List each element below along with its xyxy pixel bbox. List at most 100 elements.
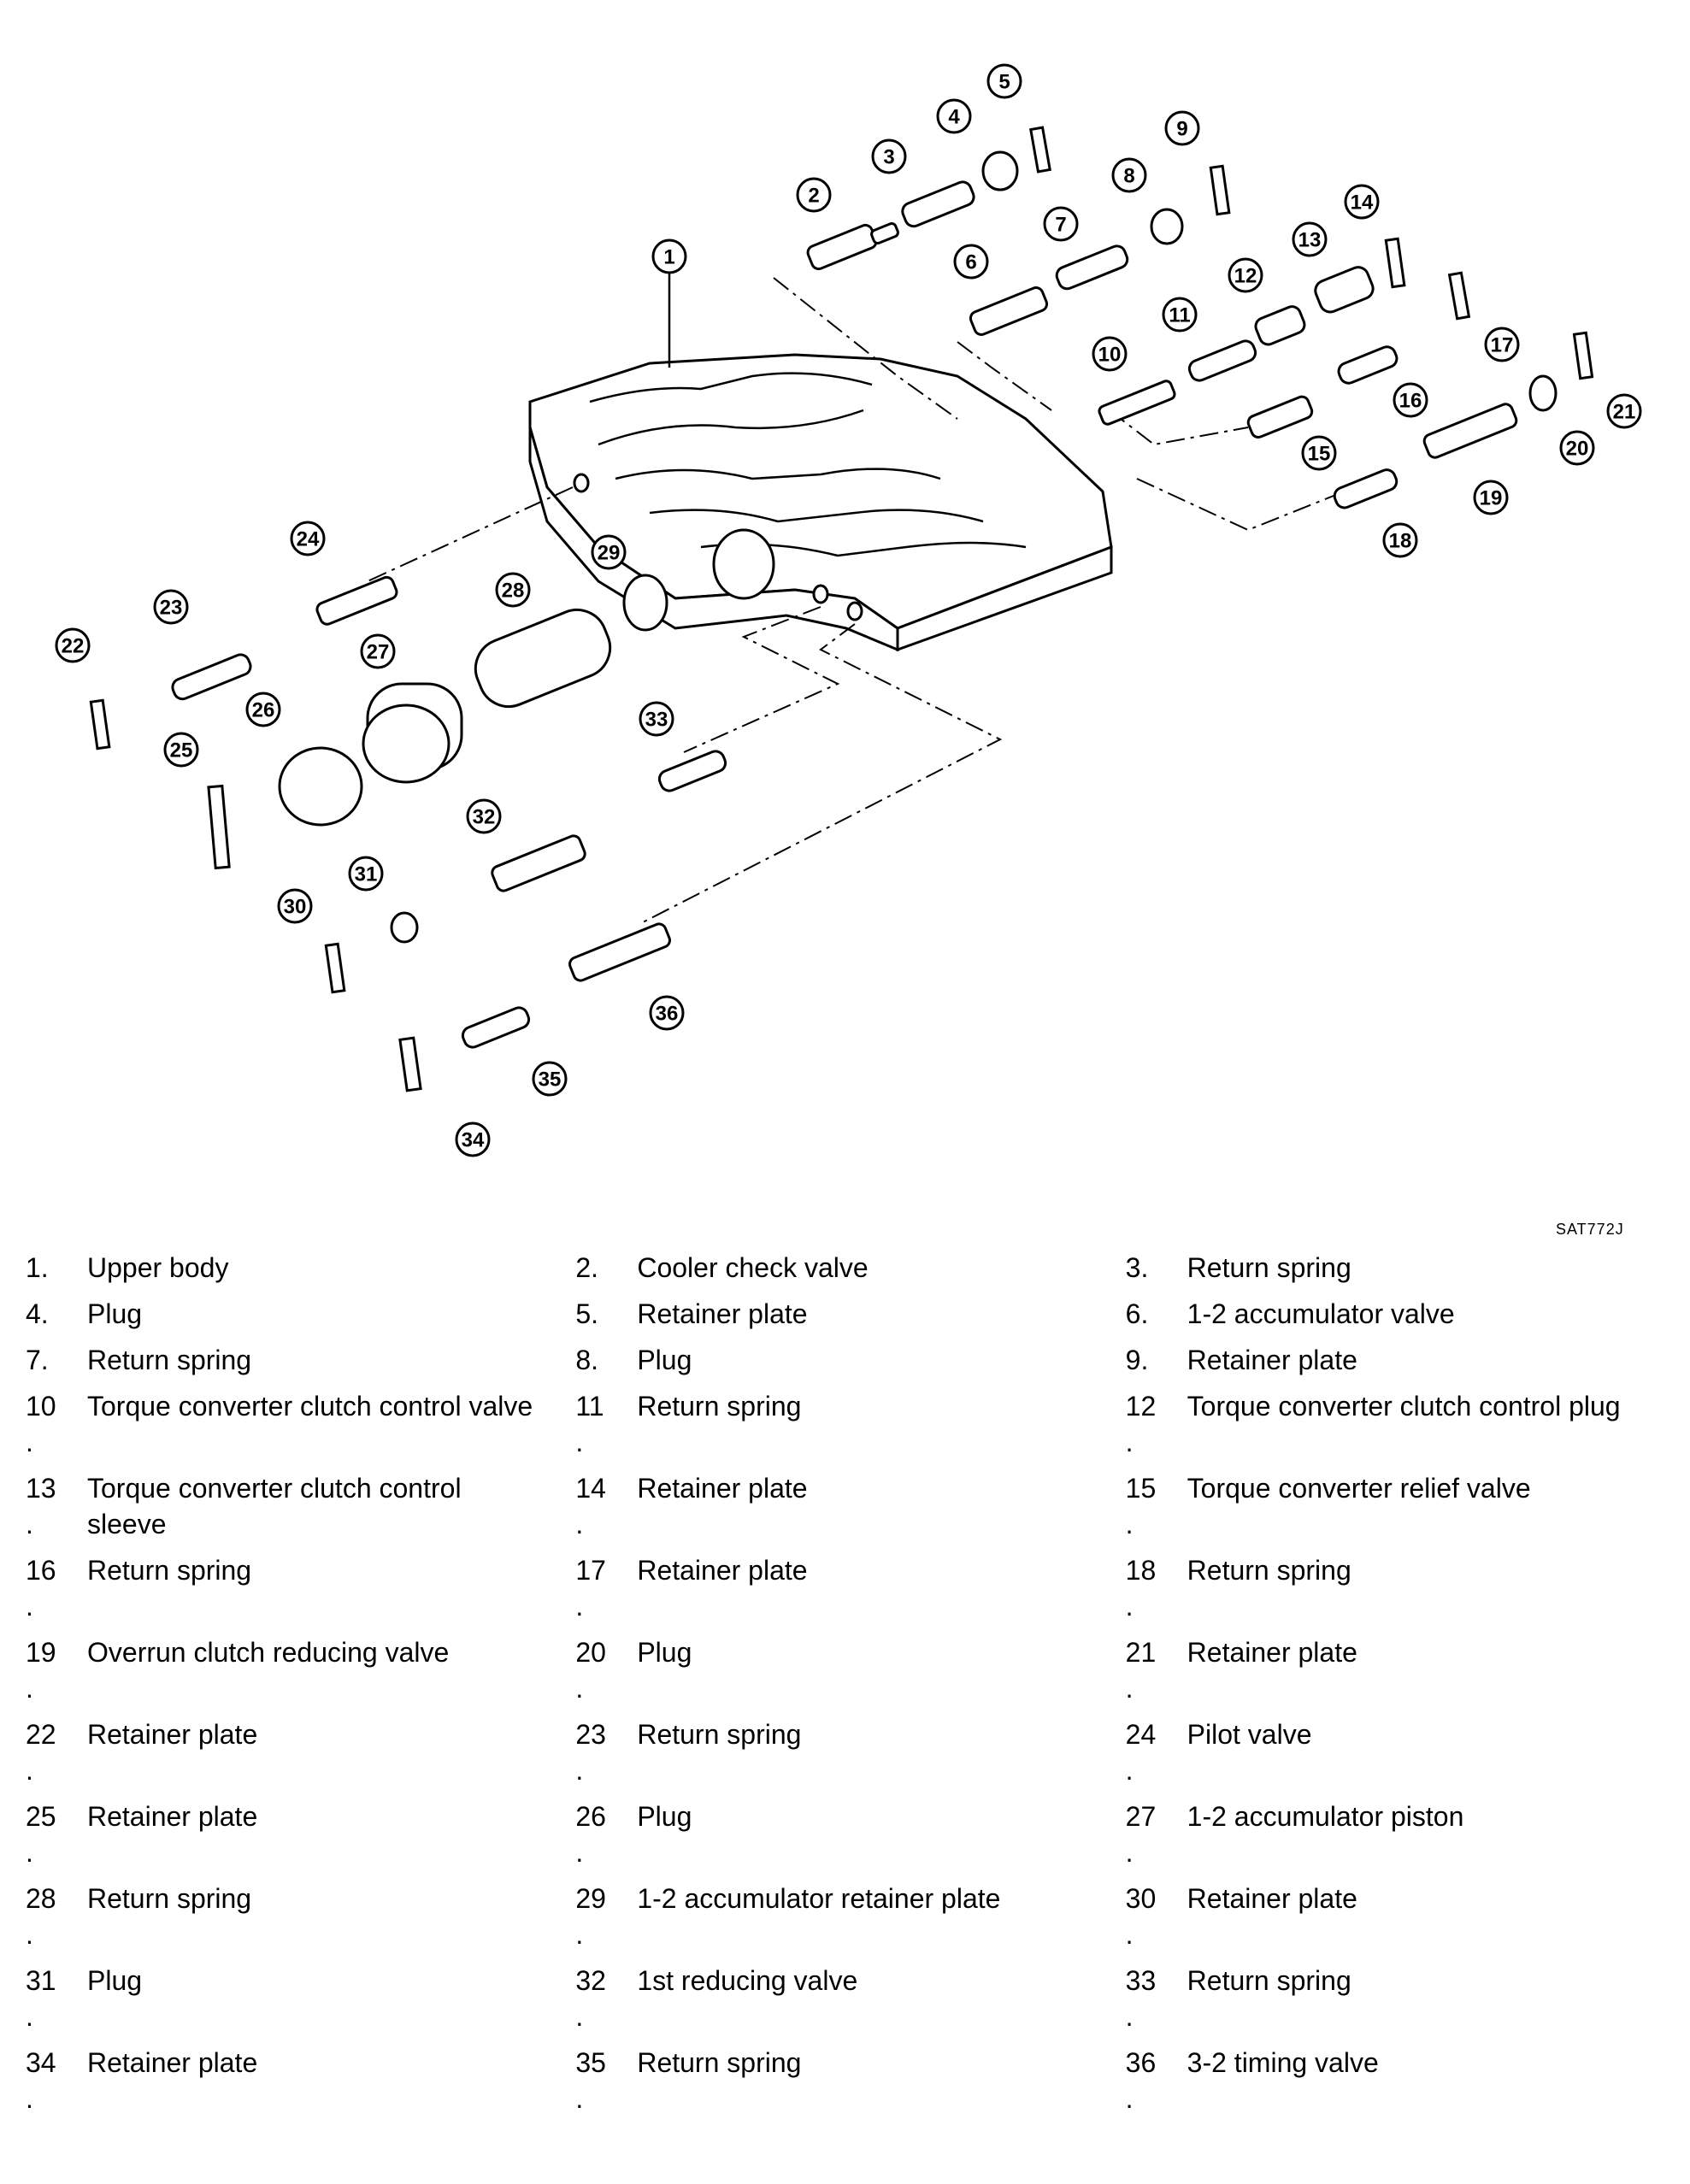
legend-item: 5. Retainer plate <box>575 1296 1125 1342</box>
legend-number: 2. <box>575 1252 599 1283</box>
legend-number: 14 <box>575 1473 606 1504</box>
legend-number: 11 <box>575 1391 604 1422</box>
legend-number-dot: . <box>1125 2001 1134 2032</box>
legend-label: Retainer plate <box>637 1298 808 1329</box>
svg-text:34: 34 <box>462 1129 485 1152</box>
part-21-retainer-plate <box>1572 331 1594 380</box>
legend-item: 28.Return spring <box>26 1881 575 1963</box>
legend-label: Return spring <box>87 1883 252 1914</box>
callout-13: 13 <box>1292 221 1328 257</box>
svg-text:29: 29 <box>598 542 621 565</box>
legend-number-dot: . <box>1125 1591 1134 1622</box>
callout-15: 15 <box>1301 435 1337 471</box>
legend-item: 2.Cooler check valve <box>575 1250 1125 1296</box>
legend-label: Retainer plate <box>1187 1637 1357 1668</box>
svg-text:15: 15 <box>1308 443 1331 466</box>
svg-text:9: 9 <box>1176 118 1187 141</box>
legend-label: Retainer plate <box>87 1719 258 1750</box>
legend-label: Retainer plate <box>87 1801 258 1832</box>
legend-number-dot: . <box>1125 1837 1134 1868</box>
legend-number: 19 <box>26 1637 56 1668</box>
part-35-return-spring <box>461 1006 531 1049</box>
callout-30: 30 <box>277 888 313 924</box>
svg-text:7: 7 <box>1055 214 1066 237</box>
legend-number: 16 <box>26 1555 56 1586</box>
svg-text:20: 20 <box>1566 438 1589 461</box>
legend-row: 13.Torque converter clutch control sleev… <box>26 1470 1675 1552</box>
legend-number-dot: . <box>1125 1919 1134 1950</box>
legend-item: 24.Pilot valve <box>1126 1716 1675 1798</box>
legend-number: 5. <box>575 1298 599 1329</box>
legend-number-dot: . <box>26 1673 33 1704</box>
figure-code: SAT772J <box>1556 1221 1624 1238</box>
legend-label: Return spring <box>87 1555 252 1586</box>
svg-text:10: 10 <box>1098 344 1122 367</box>
callout-12: 12 <box>1228 257 1263 293</box>
legend-label: Return spring <box>637 2047 802 2078</box>
legend-label: Plug <box>87 1965 143 1996</box>
svg-text:3: 3 <box>883 146 894 169</box>
part-6-accumulator-valve <box>969 286 1049 336</box>
legend-number-dot: . <box>1125 1673 1134 1704</box>
callout-6: 6 <box>953 244 989 280</box>
legend-number: 23 <box>575 1719 606 1750</box>
svg-text:36: 36 <box>656 1003 679 1026</box>
legend-item: 1.Upper body <box>26 1250 575 1296</box>
part-23-return-spring <box>171 653 252 701</box>
callout-29: 29 <box>591 534 627 570</box>
legend-item: 16. Return spring <box>26 1552 575 1634</box>
legend-number: 21 <box>1125 1637 1157 1668</box>
legend-item: 11.Return spring <box>575 1388 1125 1470</box>
svg-text:12: 12 <box>1234 265 1257 288</box>
legend-number: 33 <box>1125 1965 1157 1996</box>
legend-item: 21. Retainer plate <box>1126 1634 1675 1716</box>
legend-label: 1st reducing valve <box>637 1965 858 1996</box>
legend-label: 3-2 timing valve <box>1187 2047 1379 2078</box>
svg-text:2: 2 <box>808 185 819 208</box>
callout-11: 11 <box>1162 297 1198 333</box>
legend-label: Torque converter clutch control plug <box>1187 1391 1621 1422</box>
legend-item: 18.Return spring <box>1126 1552 1675 1634</box>
legend-item: 27.1-2 accumulator piston <box>1126 1798 1675 1881</box>
part-36-timing-valve <box>568 922 671 982</box>
part-4-plug <box>981 150 1019 191</box>
legend-number: 15 <box>1125 1473 1157 1504</box>
legend-number-dot: . <box>575 1591 584 1622</box>
part-3-return-spring <box>901 180 975 228</box>
callout-17: 17 <box>1484 327 1520 362</box>
callout-20: 20 <box>1559 430 1595 466</box>
part-29-accumulator-retainer-plate <box>622 574 668 632</box>
legend-number: 29 <box>575 1883 606 1914</box>
legend-item: 30.Retainer plate <box>1126 1881 1675 1963</box>
legend-item: 20.Plug <box>575 1634 1125 1716</box>
svg-text:14: 14 <box>1351 191 1374 215</box>
legend-number: 8. <box>575 1345 599 1375</box>
legend-number: 26 <box>575 1801 606 1832</box>
svg-text:6: 6 <box>965 251 976 274</box>
legend-number-dot: . <box>575 1427 584 1457</box>
legend-label: Return spring <box>1187 1555 1351 1586</box>
svg-text:17: 17 <box>1491 334 1514 357</box>
legend-item: 19.Overrun clutch reducing valve <box>26 1634 575 1716</box>
legend-number-dot: . <box>26 1755 33 1786</box>
legend-number: 3. <box>1125 1252 1149 1283</box>
legend-number: 12 <box>1125 1391 1157 1422</box>
svg-text:35: 35 <box>539 1068 562 1092</box>
legend-label: 1-2 accumulator valve <box>1187 1298 1455 1329</box>
legend-item: 8.Plug <box>575 1342 1125 1388</box>
legend-number: 27 <box>1125 1801 1157 1832</box>
callout-36: 36 <box>649 995 685 1031</box>
legend-row: 10.Torque converter clutch control valve… <box>26 1388 1675 1470</box>
part-19-overrun-clutch-reducing-valve <box>1422 403 1518 459</box>
legend-number-dot: . <box>26 1591 33 1622</box>
svg-text:5: 5 <box>998 71 1010 94</box>
svg-text:24: 24 <box>297 528 320 551</box>
legend-number: 28 <box>26 1883 56 1914</box>
part-11-return-spring <box>1187 339 1257 382</box>
callout-24: 24 <box>290 521 326 556</box>
part-9-retainer-plate <box>1209 164 1231 216</box>
